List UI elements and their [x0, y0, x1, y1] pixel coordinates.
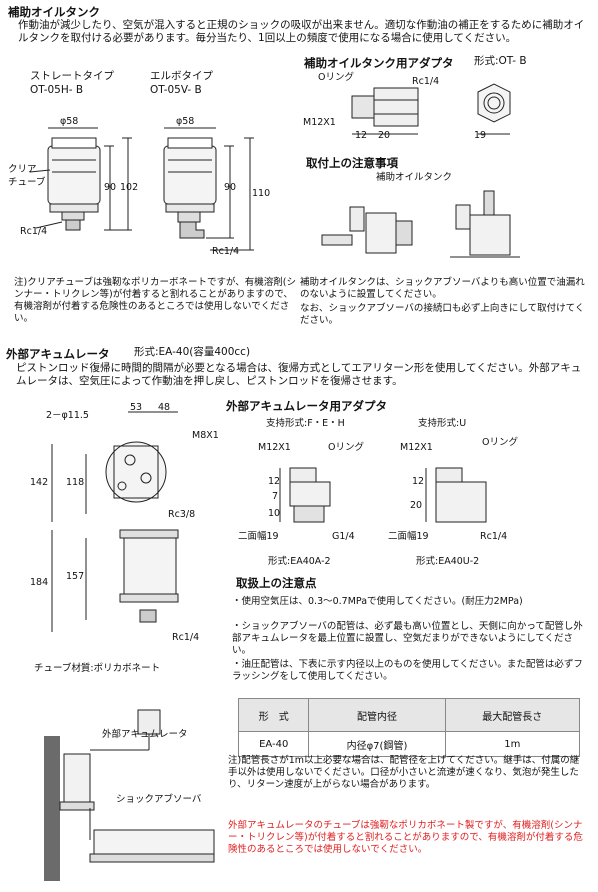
polycarbonate-warning: 外部アキュムレータのチューブは強靭なポリカボネート製ですが、有機溶剤(シンナー・… [228, 820, 583, 855]
clear-tube-note: 注)クリアチューブは強靭なポリカーボネートですが、有機溶剤(シンナー・トリクレン… [14, 277, 296, 324]
ea-form-u2: 形式:EA40U-2 [416, 556, 480, 567]
ea-oring-a: Oリング [328, 442, 364, 453]
accumulator-form: 形式:EA-40(容量400cc) [134, 346, 251, 358]
dim-48: 48 [158, 402, 171, 413]
ea-m12-b: M12X1 [400, 442, 433, 453]
ea-dim-7: 7 [272, 491, 279, 502]
table-header: 配管内径 [308, 698, 446, 732]
install-tank-label: 補助オイルタンク [376, 172, 453, 183]
support-feh: 支持形式:F・E・H [266, 418, 345, 429]
table-header: 最大配管長さ [444, 698, 581, 732]
adapter-form: 形式:OT- B [474, 55, 527, 67]
diagram-shock-label: ショックアブソーバ [116, 794, 202, 805]
straight-type-label: ストレートタイプ [30, 70, 114, 82]
ea-adapter-title: 外部アキュムレータ用アダプタ [226, 399, 387, 413]
dim-118: 118 [66, 477, 85, 488]
dim-90-straight: 90 [104, 182, 117, 193]
accumulator-description: ピストンロッド復帰に時間的間隔が必要となる場合は、復帰方式としてエアリターン形を… [16, 362, 582, 387]
rc14-straight: Rc1/4 [20, 226, 48, 237]
install-drawing [321, 190, 520, 258]
dim-rc14-accum: Rc1/4 [172, 632, 200, 643]
dim-rc38: Rc3/8 [168, 509, 196, 520]
straight-type-model: OT-05H- B [30, 84, 84, 96]
ea-hex-a: 二面幅19 [238, 531, 279, 542]
table-header-row: 形 式 配管内径 最大配管長さ [237, 698, 581, 732]
dim-53: 53 [130, 402, 143, 413]
table-row: EA-40 内径φ7(鋼管) 1m [237, 731, 581, 757]
ea-oring-b: Oリング [482, 437, 518, 448]
ea-m12-a: M12X1 [258, 442, 291, 453]
ea-g14: G1/4 [332, 531, 355, 542]
diagram-accumulator-label: 外部アキュムレータ [102, 729, 188, 740]
dim-m8: M8X1 [192, 430, 219, 441]
pipe-length-note: 注)配管長さが1m以上必要な場合は、配管径を上げてください。継手は、付属の継手以… [228, 755, 580, 790]
adapter-dim-20: 20 [378, 130, 391, 141]
elbow-type-model: OT-05V- B [150, 84, 202, 96]
accumulator-drawing [51, 411, 179, 632]
adapter-m12: M12X1 [303, 117, 336, 128]
handling-bullet-1: ・使用空気圧は、0.3～0.7MPaで使用してください。(耐圧力2MPa) [232, 596, 523, 607]
dim-hole: 2－φ11.5 [46, 410, 89, 421]
dim-142: 142 [30, 477, 49, 488]
elbow-type-label: エルボタイプ [150, 70, 213, 82]
install-title: 取付上の注意事項 [306, 156, 398, 170]
ea-dim-12-b: 12 [412, 476, 425, 487]
adapter-drawing [351, 83, 511, 135]
dim-90-elbow: 90 [224, 182, 237, 193]
ea-dim-10: 10 [268, 508, 281, 519]
table-cell: 1m [444, 731, 581, 757]
dim-110: 110 [252, 188, 271, 199]
dim-d58-straight: φ58 [60, 116, 79, 127]
table-cell: EA-40 [237, 731, 310, 757]
adapter-title: 補助オイルタンク用アダプタ [304, 56, 454, 70]
pipe-spec-table: 形 式 配管内径 最大配管長さ EA-40 内径φ7(鋼管) 1m [237, 698, 581, 757]
oil-tank-description: 作動油が減少したり、空気が混入すると正規のショックの吸収が出来ません。適切な作動… [18, 19, 585, 44]
section-title-oil-tank: 補助オイルタンク [8, 5, 100, 19]
support-u: 支持形式:U [418, 418, 467, 429]
ea-adapter-drawing [279, 467, 487, 523]
piping-diagram [44, 709, 215, 881]
adapter-rc14: Rc1/4 [412, 76, 440, 87]
rc14-elbow: Rc1/4 [212, 246, 240, 257]
install-note-1: 補助オイルタンクは、ショックアブソーバよりも高い位置で油漏れのないように設置して… [300, 277, 585, 300]
ea-dim-20: 20 [410, 500, 423, 511]
handling-bullet-2: ・ショックアブソーバの配管は、必ず最も高い位置とし、天側に向かって配管し外部アキ… [232, 621, 583, 656]
handling-title: 取扱上の注意点 [236, 576, 317, 590]
ea-hex-b: 二面幅19 [388, 531, 429, 542]
install-note-2: なお、ショックアブソーバの接続口も必ず上向きにして取付けてください。 [300, 303, 585, 326]
tube-material: チューブ材質:ポリカボネート [34, 663, 161, 674]
ea-rc14: Rc1/4 [480, 531, 508, 542]
dim-d58-elbow: φ58 [176, 116, 195, 127]
adapter-dim-19: 19 [474, 130, 487, 141]
ea-dim-12-a: 12 [268, 476, 281, 487]
table-cell: 内径φ7(鋼管) [308, 731, 446, 757]
dim-102: 102 [120, 182, 139, 193]
oil-tank-drawings [29, 127, 254, 251]
handling-bullet-3: ・油圧配管は、下表に示す内径以上のものを使用してください。また配管は必ずフラッシ… [232, 659, 583, 682]
dim-157: 157 [66, 571, 85, 582]
clear-tube-label-1: クリア [8, 164, 37, 175]
clear-tube-label-2: チューブ [8, 177, 46, 188]
section-title-accumulator: 外部アキュムレータ [6, 347, 110, 361]
dim-184: 184 [30, 577, 49, 588]
ea-form-a2: 形式:EA40A-2 [268, 556, 331, 567]
adapter-oring-label: Oリング [318, 72, 354, 83]
table-header: 形 式 [237, 698, 310, 732]
adapter-dim-12: 12 [355, 130, 368, 141]
